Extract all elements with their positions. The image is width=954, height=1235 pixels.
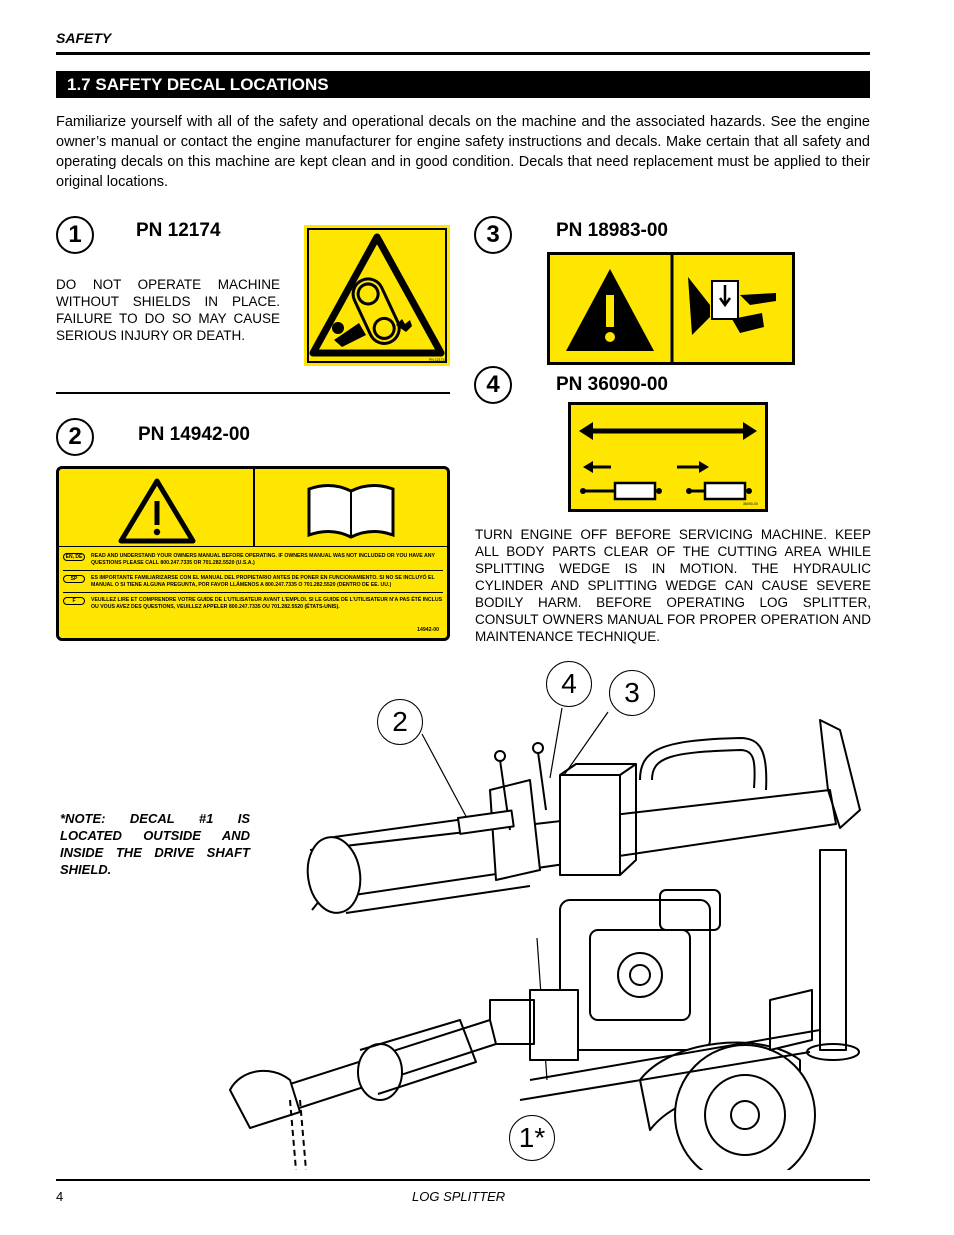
- callout-2: 2: [377, 699, 423, 745]
- language-code: F: [63, 597, 85, 605]
- decal-3-number: 3: [474, 216, 512, 254]
- decal-2-pn: PN 14942-00: [138, 424, 250, 445]
- decal-3-image: [547, 252, 795, 365]
- double-arrow-icon: [579, 422, 757, 440]
- wedge-hand-hazard-icon: [688, 277, 776, 335]
- decal-1-pn: PN 12174: [136, 220, 221, 241]
- decal-1-note: *NOTE: DECAL #1 IS LOCATED OUTSIDE AND I…: [60, 811, 250, 877]
- footer-title: LOG SPLITTER: [412, 1189, 506, 1204]
- decal-2-number: 2: [56, 418, 94, 456]
- decal-2-text-rows: EN, DE READ AND UNDERSTAND YOUR OWNERS M…: [63, 553, 443, 610]
- decal-1-tiny: PN 12174: [429, 358, 445, 362]
- cylinder-extend-icon: [677, 461, 752, 501]
- callout-4: 4: [546, 661, 592, 707]
- decal-1-number: 1: [56, 216, 94, 254]
- page-number: 4: [56, 1189, 64, 1204]
- decal-4-image: 36090-00: [568, 402, 768, 512]
- decal-2-row-text: ES IMPORTANTE FAMILIARIZARSE CON EL MANU…: [91, 575, 435, 588]
- shield-warning-icon: PN 12174: [307, 228, 447, 363]
- decal-1-text: DO NOT OPERATE MACHINE WITHOUT SHIELDS I…: [56, 277, 280, 343]
- decal-2-tiny: 14942-00: [417, 626, 439, 633]
- decal-4-pn: PN 36090-00: [556, 374, 668, 395]
- decal-2-row-text: VEUILLEZ LIRE ET COMPRENDRE VOTRE GUIDE …: [91, 597, 443, 610]
- header-section-label: SAFETY: [56, 30, 112, 46]
- intro-paragraph: Familiarize yourself with all of the saf…: [56, 114, 870, 190]
- footer-rule: [56, 1179, 870, 1181]
- manual-book-icon: [307, 484, 395, 539]
- cylinder-retract-icon: [580, 461, 662, 501]
- section-title-bar: 1.7 SAFETY DECAL LOCATIONS: [56, 71, 870, 98]
- decal-2-row: EN, DE READ AND UNDERSTAND YOUR OWNERS M…: [63, 553, 443, 566]
- section-title: 1.7 SAFETY DECAL LOCATIONS: [67, 75, 329, 94]
- decal-2-image: EN, DE READ AND UNDERSTAND YOUR OWNERS M…: [56, 466, 450, 641]
- decal-4-text: TURN ENGINE OFF BEFORE SERVICING MACHINE…: [475, 527, 871, 644]
- decal-4-number: 4: [474, 366, 512, 404]
- header-rule: [56, 52, 870, 55]
- decal-2-row: SP ES IMPORTANTE FAMILIARIZARSE CON EL M…: [63, 575, 443, 588]
- warning-triangle-icon: [566, 269, 654, 351]
- decal-3-pn: PN 18983-00: [556, 220, 668, 241]
- decal-2-row-text: READ AND UNDERSTAND YOUR OWNERS MANUAL B…: [91, 553, 435, 566]
- divider-rule: [56, 392, 450, 394]
- decal-2-row: F VEUILLEZ LIRE ET COMPRENDRE VOTRE GUID…: [63, 597, 443, 610]
- log-splitter-illustration: [229, 707, 861, 1170]
- language-code: SP: [63, 575, 85, 583]
- decal-1-image: PN 12174: [304, 225, 450, 366]
- warning-triangle-icon: [118, 478, 196, 544]
- callout-3: 3: [609, 670, 655, 716]
- language-code: EN, DE: [63, 553, 85, 561]
- callout-1: 1*: [509, 1115, 555, 1161]
- decal-4-tiny: 36090-00: [743, 502, 758, 506]
